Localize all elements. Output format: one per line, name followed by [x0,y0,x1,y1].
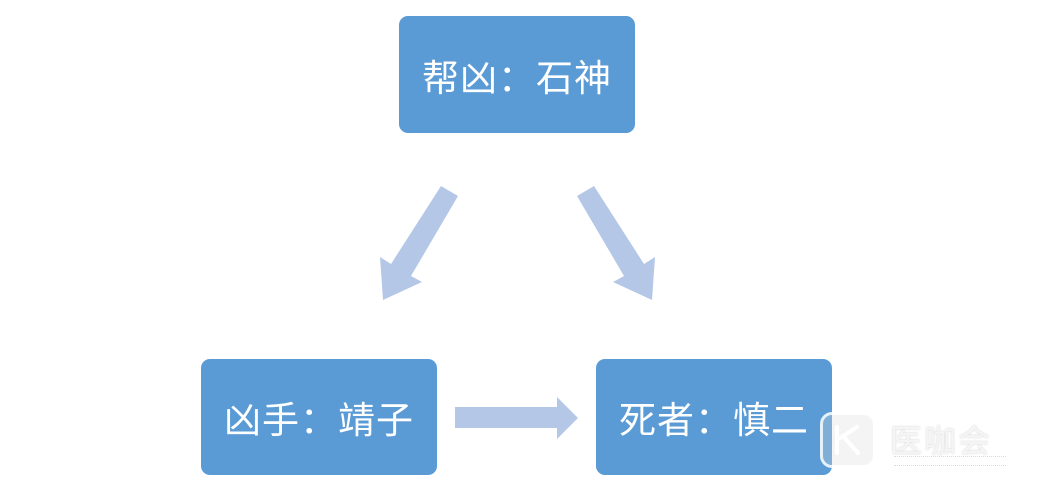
yikahui-logo-icon [820,412,876,468]
node-accomplice: 帮凶：石神 [399,16,635,133]
watermark-text: 医咖会 [890,422,993,460]
arrow-accomplice-to-murderer [380,186,458,300]
watermark: 医咖会 [820,410,1020,474]
node-victim-label: 死者：慎二 [619,399,809,442]
watermark-underline [894,456,1006,466]
node-murderer: 凶手：靖子 [201,359,437,475]
arrow-murderer-to-victim [455,397,578,439]
node-murderer-label: 凶手：靖子 [224,399,414,442]
node-victim: 死者：慎二 [596,359,832,475]
node-accomplice-label: 帮凶：石神 [422,56,612,100]
arrow-accomplice-to-victim [577,186,655,300]
